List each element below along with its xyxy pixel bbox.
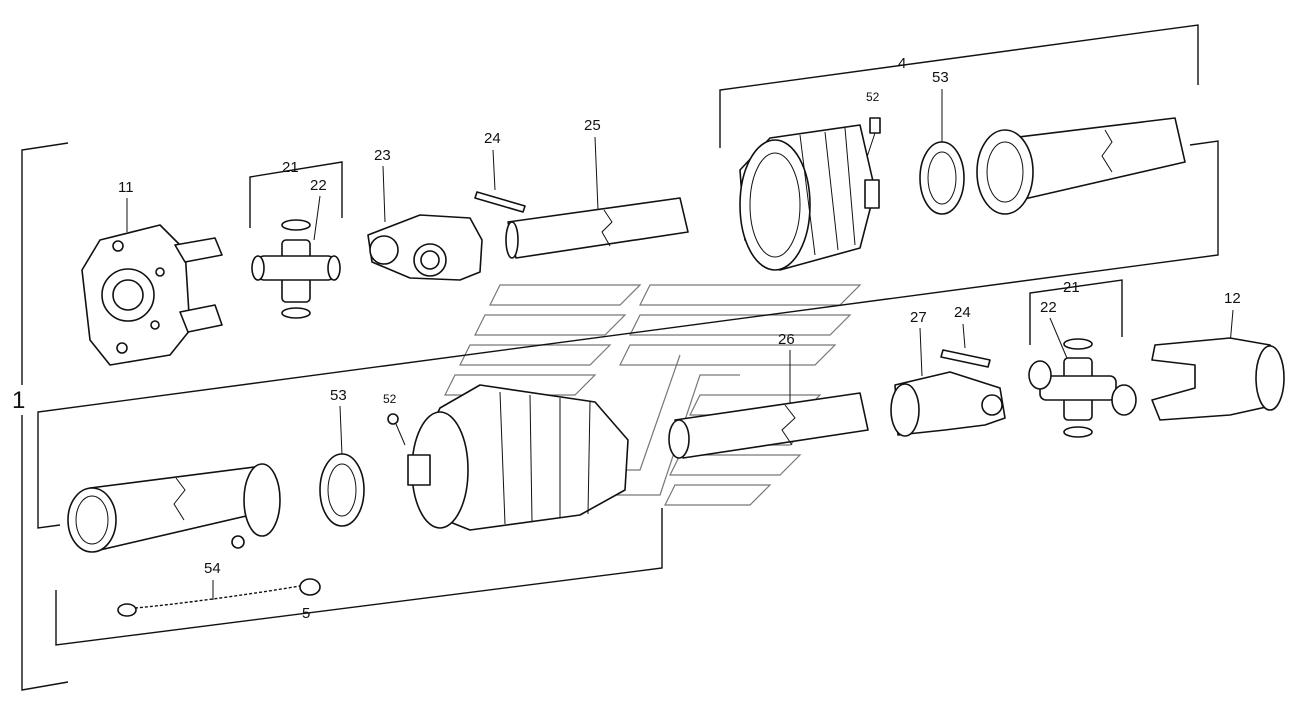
grease-nipple-bottom: 52 <box>383 392 406 446</box>
label-54: 54 <box>204 560 221 577</box>
inner-half-bracket: 5 <box>55 508 663 646</box>
pin-bottom-part: 24 <box>940 304 991 368</box>
label-22-bottom: 22 <box>1040 299 1057 316</box>
inner-guard-tube <box>67 463 281 553</box>
outer-tube-part: 25 <box>505 117 689 259</box>
inner-tube-part: 26 <box>668 331 869 459</box>
chain-part: 54 <box>117 560 321 617</box>
inner-guard-cone <box>407 384 629 531</box>
outer-guard-cone <box>739 124 880 271</box>
outer-guard-tube <box>976 117 1186 215</box>
label-52-bottom: 52 <box>383 392 397 406</box>
label-5: 5 <box>302 605 310 622</box>
outer-half-bracket: 4 <box>37 24 1219 529</box>
outer-yoke-part: 27 <box>890 309 1006 437</box>
inner-yoke-part: 23 <box>367 147 483 281</box>
label-53-top: 53 <box>932 69 949 86</box>
pin-top-part: 24 <box>474 130 526 213</box>
label-11: 11 <box>118 179 134 196</box>
cross-kit-bottom: 21 22 <box>1028 279 1137 438</box>
label-24-bottom: 24 <box>954 304 971 321</box>
tractor-yoke-part: 12 <box>1151 290 1285 421</box>
bearing-ring-bottom: 53 <box>319 387 365 527</box>
grease-nipple-top: 52 <box>865 90 881 161</box>
label-1: 1 <box>12 387 25 414</box>
label-53-bottom: 53 <box>330 387 347 404</box>
label-23: 23 <box>374 147 391 164</box>
label-52-top: 52 <box>866 90 880 104</box>
assembly-bracket: 1 <box>12 142 69 691</box>
label-4: 4 <box>898 55 906 72</box>
cross-kit-top: 21 22 <box>249 159 343 319</box>
label-27: 27 <box>910 309 927 326</box>
label-22-top: 22 <box>310 177 327 194</box>
label-21-top: 21 <box>282 159 299 176</box>
label-24-top: 24 <box>484 130 501 147</box>
clutch-yoke-part: 11 <box>81 179 223 366</box>
label-26: 26 <box>778 331 795 348</box>
label-12: 12 <box>1224 290 1241 307</box>
bearing-ring-top: 53 <box>919 69 965 215</box>
label-21-bottom: 21 <box>1063 279 1080 296</box>
label-25: 25 <box>584 117 601 134</box>
